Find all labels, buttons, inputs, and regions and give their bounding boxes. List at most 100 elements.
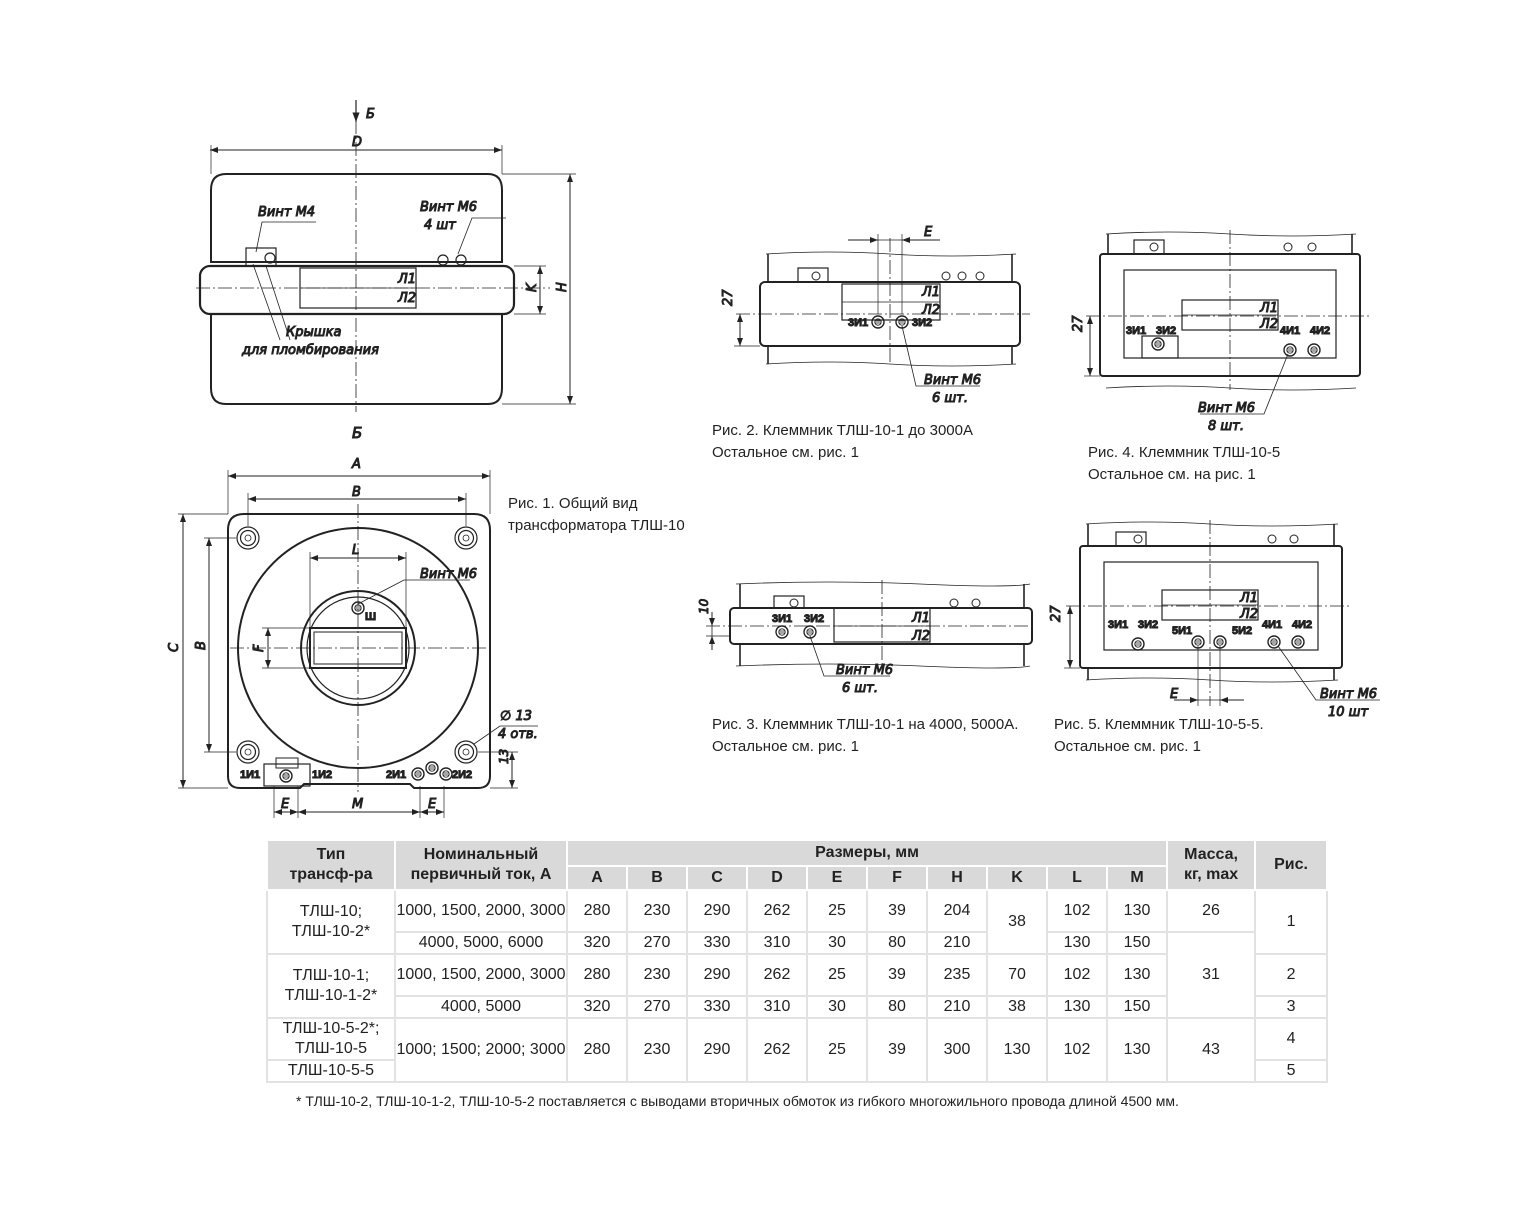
- cell-value: 39: [866, 889, 928, 933]
- fig5-l2: Л2: [1239, 607, 1258, 622]
- cell-current: 4000, 5000: [394, 995, 568, 1019]
- fig4-l1: Л1: [1259, 301, 1278, 316]
- fig3-term-3i1: 3И1: [772, 613, 792, 625]
- fig3-caption-line2: Остальное см. рис. 1: [712, 738, 859, 755]
- hole-diameter: ∅ 13: [500, 709, 532, 724]
- fig2-dim-e: E: [924, 225, 933, 240]
- fig5-dim-e: E: [1170, 687, 1179, 702]
- fig1-front-l1: Л1: [397, 272, 416, 287]
- cell-figure: 4: [1254, 1017, 1329, 1061]
- dim-f: F: [252, 644, 267, 652]
- cell-value: 80: [866, 931, 928, 955]
- fig3-l1: Л1: [911, 611, 930, 626]
- fig3-l2: Л2: [911, 629, 930, 644]
- fig5-term-5i1: 5И1: [1172, 625, 1192, 637]
- cell-type: ТЛШ-10-5-2*;ТЛШ-10-5: [266, 1017, 396, 1061]
- table-row: ТЛШ-10-1;ТЛШ-10-1-2* 1000, 1500, 2000, 3…: [266, 953, 1329, 1019]
- col-h: H: [926, 865, 988, 891]
- fig2-term-3i2: 3И2: [912, 317, 932, 329]
- fig1-caption-line1: Рис. 1. Общий вид: [508, 495, 638, 512]
- cell-value: 262: [746, 953, 808, 997]
- cell-value: 280: [566, 953, 628, 997]
- fig2-l1: Л1: [921, 285, 940, 300]
- cell-value: 262: [746, 889, 808, 933]
- cell-value: 320: [566, 931, 628, 955]
- fig5-drawing: [1064, 520, 1380, 706]
- cell-current: 1000, 1500, 2000, 3000: [394, 889, 568, 933]
- col-f: F: [866, 865, 928, 891]
- table-row: ТЛШ-10-5-2*;ТЛШ-10-5 1000; 1500; 2000; 3…: [266, 1017, 1329, 1083]
- cell-value: 310: [746, 995, 808, 1019]
- cell-current: 4000, 5000, 6000: [394, 931, 568, 955]
- cell-figure: 2: [1254, 953, 1329, 997]
- table-row: 4000, 5000, 6000 320 270 330 310 30 80 2…: [267, 931, 1327, 1019]
- fig3-dim-10: 10: [697, 598, 711, 614]
- fig3-caption-line1: Рис. 3. Клеммник ТЛШ-10-1 на 4000, 5000А…: [712, 716, 1019, 733]
- fig1-plan-screw-label: Винт М6: [420, 567, 477, 582]
- fig4-caption-line1: Рис. 4. Клеммник ТЛШ-10-5: [1088, 444, 1281, 461]
- cell-mass: 31: [1166, 931, 1257, 1019]
- col-m: M: [1105, 865, 1169, 891]
- table-row: 4000, 5000 320 270 330 310 30 80 210 38 …: [267, 995, 1329, 1019]
- cell-value: 280: [566, 1017, 628, 1083]
- fig1-screw-m4-label: Винт М4: [258, 205, 315, 220]
- dim-d: D: [352, 135, 362, 150]
- header-figure: Рис.: [1254, 839, 1329, 891]
- cell-value: 230: [626, 1017, 688, 1083]
- cell-value: 150: [1105, 995, 1169, 1019]
- dim-m: M: [352, 797, 363, 812]
- fig4-screw-label: Винт М6: [1198, 401, 1255, 416]
- fig2-dim-27: 27: [721, 289, 736, 306]
- term-2i1: 2И1: [386, 769, 406, 781]
- cell-value: 204: [926, 889, 988, 933]
- col-d: D: [746, 865, 808, 891]
- cell-value: 130: [1105, 889, 1169, 933]
- dim-k: K: [525, 282, 540, 292]
- cell-value: 270: [626, 931, 688, 955]
- fig4-term-3i1: 3И1: [1126, 325, 1146, 337]
- fig1-screw-m6-count: 4 шт: [424, 218, 456, 233]
- fig5-caption-line1: Рис. 5. Клеммник ТЛШ-10-5-5.: [1054, 716, 1264, 733]
- col-k: K: [986, 865, 1048, 891]
- cell-value: 102: [1046, 1017, 1108, 1083]
- section-mark-top: Б: [366, 107, 375, 122]
- cell-value: 25: [806, 889, 868, 933]
- cell-value: 130: [986, 1017, 1048, 1083]
- cell-value: 210: [926, 995, 988, 1019]
- dim-l: L: [352, 543, 359, 558]
- cell-value: 320: [566, 995, 628, 1019]
- cell-value: 102: [1046, 889, 1108, 933]
- fig3-term-3i2: 3И2: [804, 613, 824, 625]
- col-e: E: [806, 865, 868, 891]
- cell-value: 235: [926, 953, 988, 997]
- fig4-screw-count: 8 шт.: [1208, 419, 1244, 434]
- table-row: ТЛШ-10-5-5 5: [266, 1059, 1329, 1083]
- fig5-caption: Рис. 5. Клеммник ТЛШ-10-5-5. Остальное с…: [1054, 714, 1264, 758]
- fig5-term-4i1: 4И1: [1262, 619, 1282, 631]
- cell-mass: 26: [1166, 889, 1257, 933]
- cell-value: 290: [686, 889, 748, 933]
- cell-type: ТЛШ-10;ТЛШ-10-2*: [266, 889, 396, 955]
- dim-c: C: [167, 642, 182, 652]
- cell-value: 30: [806, 995, 868, 1019]
- dim-a: A: [351, 457, 361, 472]
- fig1-screw-m6-label: Винт М6: [420, 200, 477, 215]
- fig2-screw-label: Винт М6: [924, 373, 981, 388]
- fig5-screw-label: Винт М6: [1320, 687, 1377, 702]
- dim-e-right: E: [428, 797, 437, 812]
- cell-mass: 43: [1166, 1017, 1257, 1083]
- fig2-screw-count: 6 шт.: [932, 391, 968, 406]
- fig1-front-l2: Л2: [397, 291, 416, 306]
- fig3-caption: Рис. 3. Клеммник ТЛШ-10-1 на 4000, 5000А…: [712, 714, 1018, 758]
- fig2-drawing: [734, 234, 1030, 387]
- col-l: L: [1046, 865, 1108, 891]
- fig5-caption-line2: Остальное см. рис. 1: [1054, 738, 1201, 755]
- cover-label-1: Крышка: [286, 325, 341, 340]
- cell-value: 290: [686, 953, 748, 997]
- fig4-term-3i2: 3И2: [1156, 325, 1176, 337]
- cell-value: 270: [626, 995, 688, 1019]
- fig5-term-3i2: 3И2: [1138, 619, 1158, 631]
- fig4-term-4i1: 4И1: [1280, 325, 1300, 337]
